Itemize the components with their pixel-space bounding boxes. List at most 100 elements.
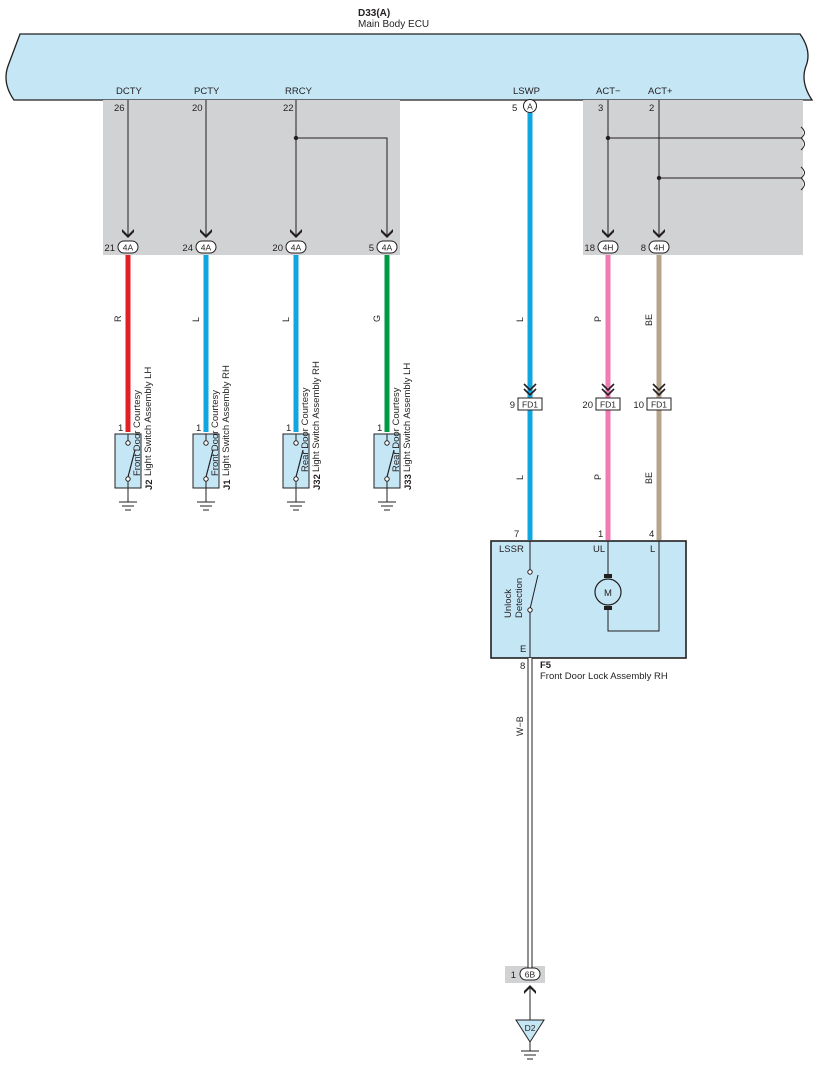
switch-j33-label: J33 Rear Door Courtesy Light Switch Asse… bbox=[391, 363, 414, 490]
signal-act-plus: ACT+ bbox=[648, 86, 673, 97]
switch-pin: 1 bbox=[377, 423, 382, 434]
connector-6b-badge bbox=[519, 967, 541, 981]
svg-text:Light Switch Assembly RH: Light Switch Assembly RH bbox=[221, 365, 232, 476]
lock-pin-1: 1 bbox=[598, 529, 603, 540]
lock-assembly-box bbox=[490, 540, 687, 659]
junction-tag: 4A bbox=[291, 243, 302, 253]
fd1-pin: 20 bbox=[582, 400, 593, 411]
splice-dot bbox=[293, 135, 299, 141]
ecu-pin-22: 22 bbox=[283, 103, 294, 114]
connector-6b-pin: 1 bbox=[511, 970, 516, 981]
splice-dot bbox=[656, 175, 662, 181]
lock-pin-7: 7 bbox=[514, 529, 519, 540]
svg-text:Unlock: Unlock bbox=[503, 589, 514, 618]
wire-code: P bbox=[593, 474, 603, 480]
ground-point-icon bbox=[515, 1019, 545, 1043]
internal-wires bbox=[127, 100, 805, 236]
connector-a-badge bbox=[523, 99, 537, 113]
ecu-pin-20: 20 bbox=[192, 103, 203, 114]
junction-tag: 4A bbox=[123, 243, 134, 253]
lock-internal-wiring bbox=[529, 541, 660, 658]
up-arrow-icon bbox=[524, 985, 536, 994]
connector-6b-tag: 6B bbox=[525, 970, 536, 980]
wire-code: L bbox=[515, 475, 525, 480]
lock-name: Front Door Lock Assembly RH bbox=[540, 671, 668, 682]
ecu-name: Main Body ECU bbox=[358, 19, 429, 30]
wire-code: BE bbox=[644, 472, 654, 484]
switch-j33 bbox=[373, 433, 401, 511]
ground-icon bbox=[521, 1042, 539, 1060]
junction-4a-group bbox=[117, 240, 398, 254]
wire-code: R bbox=[113, 315, 123, 322]
svg-text:Front Door Courtesy: Front Door Courtesy bbox=[210, 390, 221, 476]
motor-symbol bbox=[594, 574, 622, 610]
junction-pin: 20 bbox=[272, 243, 283, 254]
lock-code: F5 bbox=[540, 660, 552, 671]
switch-j2 bbox=[114, 433, 142, 511]
fd1-arrows bbox=[523, 383, 666, 397]
splice-dot bbox=[605, 135, 611, 141]
fd1-boxes bbox=[517, 397, 672, 411]
ecu-pin-2: 2 bbox=[649, 103, 654, 114]
fd1-tag: FD1 bbox=[651, 400, 667, 410]
svg-text:J32: J32 bbox=[312, 474, 323, 490]
svg-text:J2: J2 bbox=[144, 479, 155, 490]
signal-rrcy: RRCY bbox=[285, 86, 313, 97]
lock-label-ul: UL bbox=[593, 544, 605, 555]
wire-code: L bbox=[191, 317, 201, 322]
junction-pin: 18 bbox=[584, 243, 595, 254]
lock-switch-contact bbox=[527, 569, 533, 575]
signal-lswp: LSWP bbox=[513, 86, 540, 97]
wire-code: L bbox=[281, 317, 291, 322]
wire-code: G bbox=[372, 315, 382, 322]
fd1-pin: 10 bbox=[633, 400, 644, 411]
junction-4h-group bbox=[597, 240, 670, 254]
fd1-pin: 9 bbox=[510, 400, 515, 411]
junction-pin: 21 bbox=[104, 243, 115, 254]
junction-pin: 5 bbox=[369, 243, 374, 254]
svg-text:Detection: Detection bbox=[514, 578, 525, 618]
switch-pin: 1 bbox=[196, 423, 201, 434]
unlock-detection-label: Unlock Detection bbox=[503, 578, 525, 618]
motor-label: M bbox=[604, 588, 612, 599]
fd1-tag: FD1 bbox=[600, 400, 616, 410]
svg-text:Rear Door Courtesy: Rear Door Courtesy bbox=[300, 387, 311, 472]
switch-pin: 1 bbox=[118, 423, 123, 434]
junction-tag: 4H bbox=[603, 243, 614, 253]
wire-code: W−B bbox=[515, 716, 525, 736]
junction-tag: 4H bbox=[654, 243, 665, 253]
lock-label-e: E bbox=[520, 644, 526, 655]
junction-pin: 8 bbox=[641, 243, 646, 254]
ecu-code: D33(A) bbox=[358, 8, 390, 19]
signal-dcty: DCTY bbox=[116, 86, 143, 97]
switch-j1-label: J1 Front Door Courtesy Light Switch Asse… bbox=[210, 365, 233, 490]
ecu-pin-26: 26 bbox=[114, 103, 125, 114]
lock-label-l: L bbox=[650, 544, 655, 555]
switch-pin: 1 bbox=[286, 423, 291, 434]
svg-text:Light Switch Assembly LH: Light Switch Assembly LH bbox=[143, 367, 154, 476]
wire-code: P bbox=[593, 316, 603, 322]
switch-j1 bbox=[192, 433, 220, 511]
svg-text:Light Switch Assembly RH: Light Switch Assembly RH bbox=[311, 361, 322, 472]
ground-point-label: D2 bbox=[525, 1023, 536, 1033]
signal-pcty: PCTY bbox=[194, 86, 220, 97]
svg-text:Light Switch Assembly LH: Light Switch Assembly LH bbox=[402, 363, 413, 472]
svg-text:Rear Door Courtesy: Rear Door Courtesy bbox=[391, 387, 402, 472]
colored-wires bbox=[125, 113, 662, 540]
lock-pin-8: 8 bbox=[520, 661, 525, 672]
switch-j32 bbox=[282, 433, 310, 511]
signal-act-minus: ACT− bbox=[596, 86, 621, 97]
junction-pin: 24 bbox=[182, 243, 193, 254]
svg-text:J33: J33 bbox=[403, 474, 414, 490]
switch-j32-label: J32 Rear Door Courtesy Light Switch Asse… bbox=[300, 361, 323, 490]
svg-text:Front Door Courtesy: Front Door Courtesy bbox=[132, 390, 143, 476]
svg-text:J1: J1 bbox=[222, 479, 233, 490]
lock-pin-4: 4 bbox=[649, 529, 654, 540]
switch-j2-label: J2 Front Door Courtesy Light Switch Asse… bbox=[132, 367, 155, 490]
connector-a-label: A bbox=[527, 102, 533, 112]
lock-label-lssr: LSSR bbox=[499, 544, 524, 555]
junction-tag: 4A bbox=[201, 243, 212, 253]
junction-arrows bbox=[122, 229, 665, 238]
shade-left bbox=[103, 100, 400, 255]
